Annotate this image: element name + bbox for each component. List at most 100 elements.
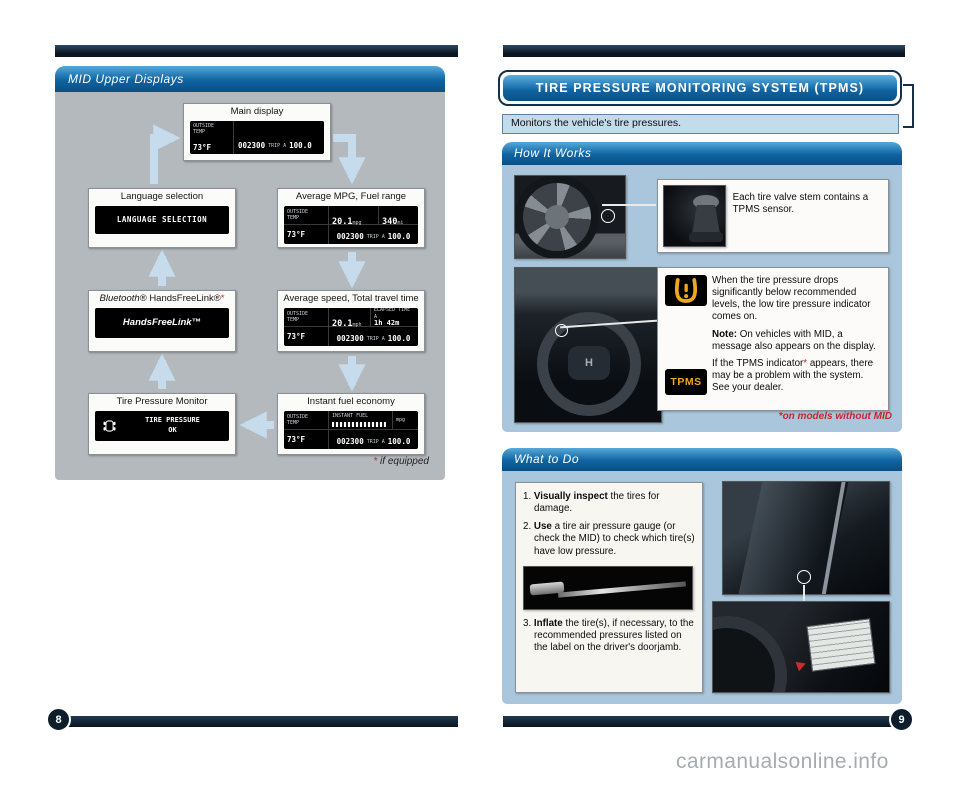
tire-pressure-monitor-node: Tire Pressure Monitor TIRE PRESSURE OK — [88, 393, 236, 455]
how-it-works-header: How It Works — [502, 142, 902, 165]
instant-fuel-screen-label: INSTANT FUEL — [332, 413, 369, 420]
range-label: RANGE — [382, 206, 415, 209]
odometer-value: 002300 — [336, 333, 364, 343]
avg-speed-label: AVG SPEED A — [332, 308, 367, 311]
tpms-paragraph-pre: If the TPMS indicator — [712, 357, 804, 369]
outside-temp-value: 73°F — [287, 434, 306, 444]
trip-label: TRIP A — [366, 336, 385, 343]
tpms-indicator-text: TPMS — [670, 376, 702, 388]
instant-fuel-screen: OUTSIDE TEMP INSTANT FUEL mpg 73°F 00230… — [284, 410, 418, 449]
trip-value: 100.0 — [387, 333, 411, 343]
outside-temp-label: OUTSIDE TEMP — [287, 208, 309, 222]
gauge-barrel-graphic — [558, 581, 686, 598]
trip-value: 100.0 — [387, 231, 411, 241]
valve-caption: Each tire valve stem contains a TPMS sen… — [732, 192, 869, 216]
car-top-view-icon — [103, 420, 116, 432]
pressure-label-graphic — [806, 618, 876, 672]
tpms-subtitle: Monitors the vehicle's tire pressures. — [502, 114, 899, 134]
outside-temp-value: 73°F — [287, 229, 306, 239]
main-display-node: Main display OUTSIDE TEMP 73°F 002300 TR… — [183, 103, 331, 161]
odometer-value: 002300 — [238, 140, 266, 150]
step-3-text: the tire(s), if necessary, to the recomm… — [534, 617, 694, 653]
odometer-value: 002300 — [336, 231, 364, 241]
step-3: 3. Inflate the tire(s), if necessary, to… — [523, 618, 695, 654]
tpms-title-box: TIRE PRESSURE MONITORING SYSTEM (TPMS) — [498, 70, 902, 106]
instant-fuel-unit: mpg — [396, 416, 406, 423]
valve-callout-line — [602, 204, 656, 206]
trip-label: TRIP A — [366, 439, 385, 446]
doorjamb-annotation-circle — [797, 570, 811, 584]
page-number-8: 8 — [46, 707, 71, 732]
language-selection-text: LANGUAGE SELECTION — [116, 214, 208, 224]
language-selection-node: Language selection LANGUAGE SELECTION — [88, 188, 236, 248]
bottom-divider-bar-left — [55, 716, 458, 727]
top-divider-bar-right — [503, 45, 905, 57]
odometer-value: 002300 — [336, 436, 364, 446]
avg-fuel-label: AVG FUEL A — [332, 206, 375, 209]
handsfreelink-label: Bluetooth® HandsFreeLink®* — [89, 291, 235, 305]
note-text: On vehicles with MID, a message also app… — [712, 328, 876, 352]
low-tire-pressure-glyph — [674, 278, 698, 303]
page-number-9-text: 9 — [898, 713, 905, 726]
outside-temp-value: 73°F — [193, 142, 212, 152]
elapsed-time-label: ELAPSED TIME A — [374, 307, 411, 320]
step-2-number: 2. — [523, 521, 532, 533]
step-1: 1. Visually inspect the tires for damage… — [523, 491, 695, 515]
main-display-label: Main display — [230, 106, 284, 117]
handsfreelink-node: Bluetooth® HandsFreeLink®* HandsFreeLink… — [88, 290, 236, 352]
instant-fuel-node: Instant fuel economy OUTSIDE TEMP INSTAN… — [277, 393, 425, 455]
top-divider-bar-left — [55, 45, 458, 57]
range-unit: mi — [397, 219, 404, 226]
how-it-works-panel: Each tire valve stem contains a TPMS sen… — [502, 165, 902, 432]
avg-fuel-value: 20.1 — [332, 216, 353, 227]
main-display-screen: OUTSIDE TEMP 73°F 002300 TRIP A 100.0 — [190, 120, 324, 154]
note-paragraph: Note: On vehicles with MID, a message al… — [712, 329, 880, 353]
tpms-problem-paragraph: If the TPMS indicator* appears, there ma… — [712, 358, 880, 394]
trip-label: TRIP A — [366, 234, 385, 241]
valve-info-box: Each tire valve stem contains a TPMS sen… — [657, 179, 889, 253]
tire-graphic — [713, 616, 787, 692]
tire-wheel-photo — [514, 175, 626, 259]
outside-temp-label: OUTSIDE TEMP — [193, 122, 215, 136]
language-selection-screen: LANGUAGE SELECTION — [95, 205, 229, 234]
page-number-9: 9 — [889, 707, 914, 732]
title-bracket — [903, 84, 914, 128]
wheel-hub-graphic — [545, 205, 569, 229]
pressure-gauge-photo — [523, 565, 693, 610]
indicator-annotation-circle — [555, 324, 568, 337]
steps-box: 1. Visually inspect the tires for damage… — [515, 482, 703, 693]
step-1-bold: Visually inspect — [533, 491, 608, 502]
how-it-works-title: How It Works — [514, 146, 592, 160]
valve-stem-photo — [663, 185, 726, 247]
tpms-title: TIRE PRESSURE MONITORING SYSTEM (TPMS) — [503, 75, 897, 101]
mid-upper-displays-header: MID Upper Displays — [55, 66, 445, 92]
what-to-do-title: What to Do — [514, 452, 580, 466]
outside-temp-label: OUTSIDE TEMP — [287, 413, 309, 427]
fuel-economy-gauge-bar — [332, 421, 386, 427]
what-to-do-panel: 1. Visually inspect the tires for damage… — [502, 471, 902, 704]
tire-pressure-screen: TIRE PRESSURE OK — [95, 410, 229, 441]
language-selection-label: Language selection — [120, 191, 204, 202]
step-3-number: 3. — [523, 617, 532, 629]
tpms-indicator-icon: TPMS — [665, 369, 707, 395]
average-mpg-screen: OUTSIDE TEMP AVG FUEL A 20.1mpg RANGE 34… — [284, 205, 418, 244]
doorjamb-callout-line — [803, 585, 805, 607]
tpms-paragraph-star: * — [803, 357, 808, 369]
valve-annotation-circle — [601, 209, 615, 223]
models-without-mid-footnote: *on models without MID — [778, 411, 892, 422]
steering-hub-logo: H — [568, 346, 610, 380]
trip-value: 100.0 — [289, 140, 312, 150]
low-pressure-paragraph: When the tire pressure drops significant… — [712, 275, 871, 323]
outside-temp-value: 73°F — [287, 331, 306, 341]
trip-value: 100.0 — [387, 436, 411, 446]
avg-fuel-unit: mpg — [352, 219, 362, 226]
average-speed-label: Average speed, Total travel time — [283, 293, 419, 304]
footnote-text: if equipped — [377, 456, 429, 467]
elapsed-time-value: 1h 42m — [374, 319, 400, 328]
trip-label: TRIP A — [268, 143, 287, 150]
average-mpg-node: Average MPG, Fuel range OUTSIDE TEMP AVG… — [277, 188, 425, 248]
tire-pressure-ok-text: OK — [168, 426, 177, 435]
footnote-star: * — [373, 456, 378, 467]
bluetooth-word: Bluetooth — [99, 293, 140, 304]
step-1-number: 1. — [523, 491, 532, 502]
